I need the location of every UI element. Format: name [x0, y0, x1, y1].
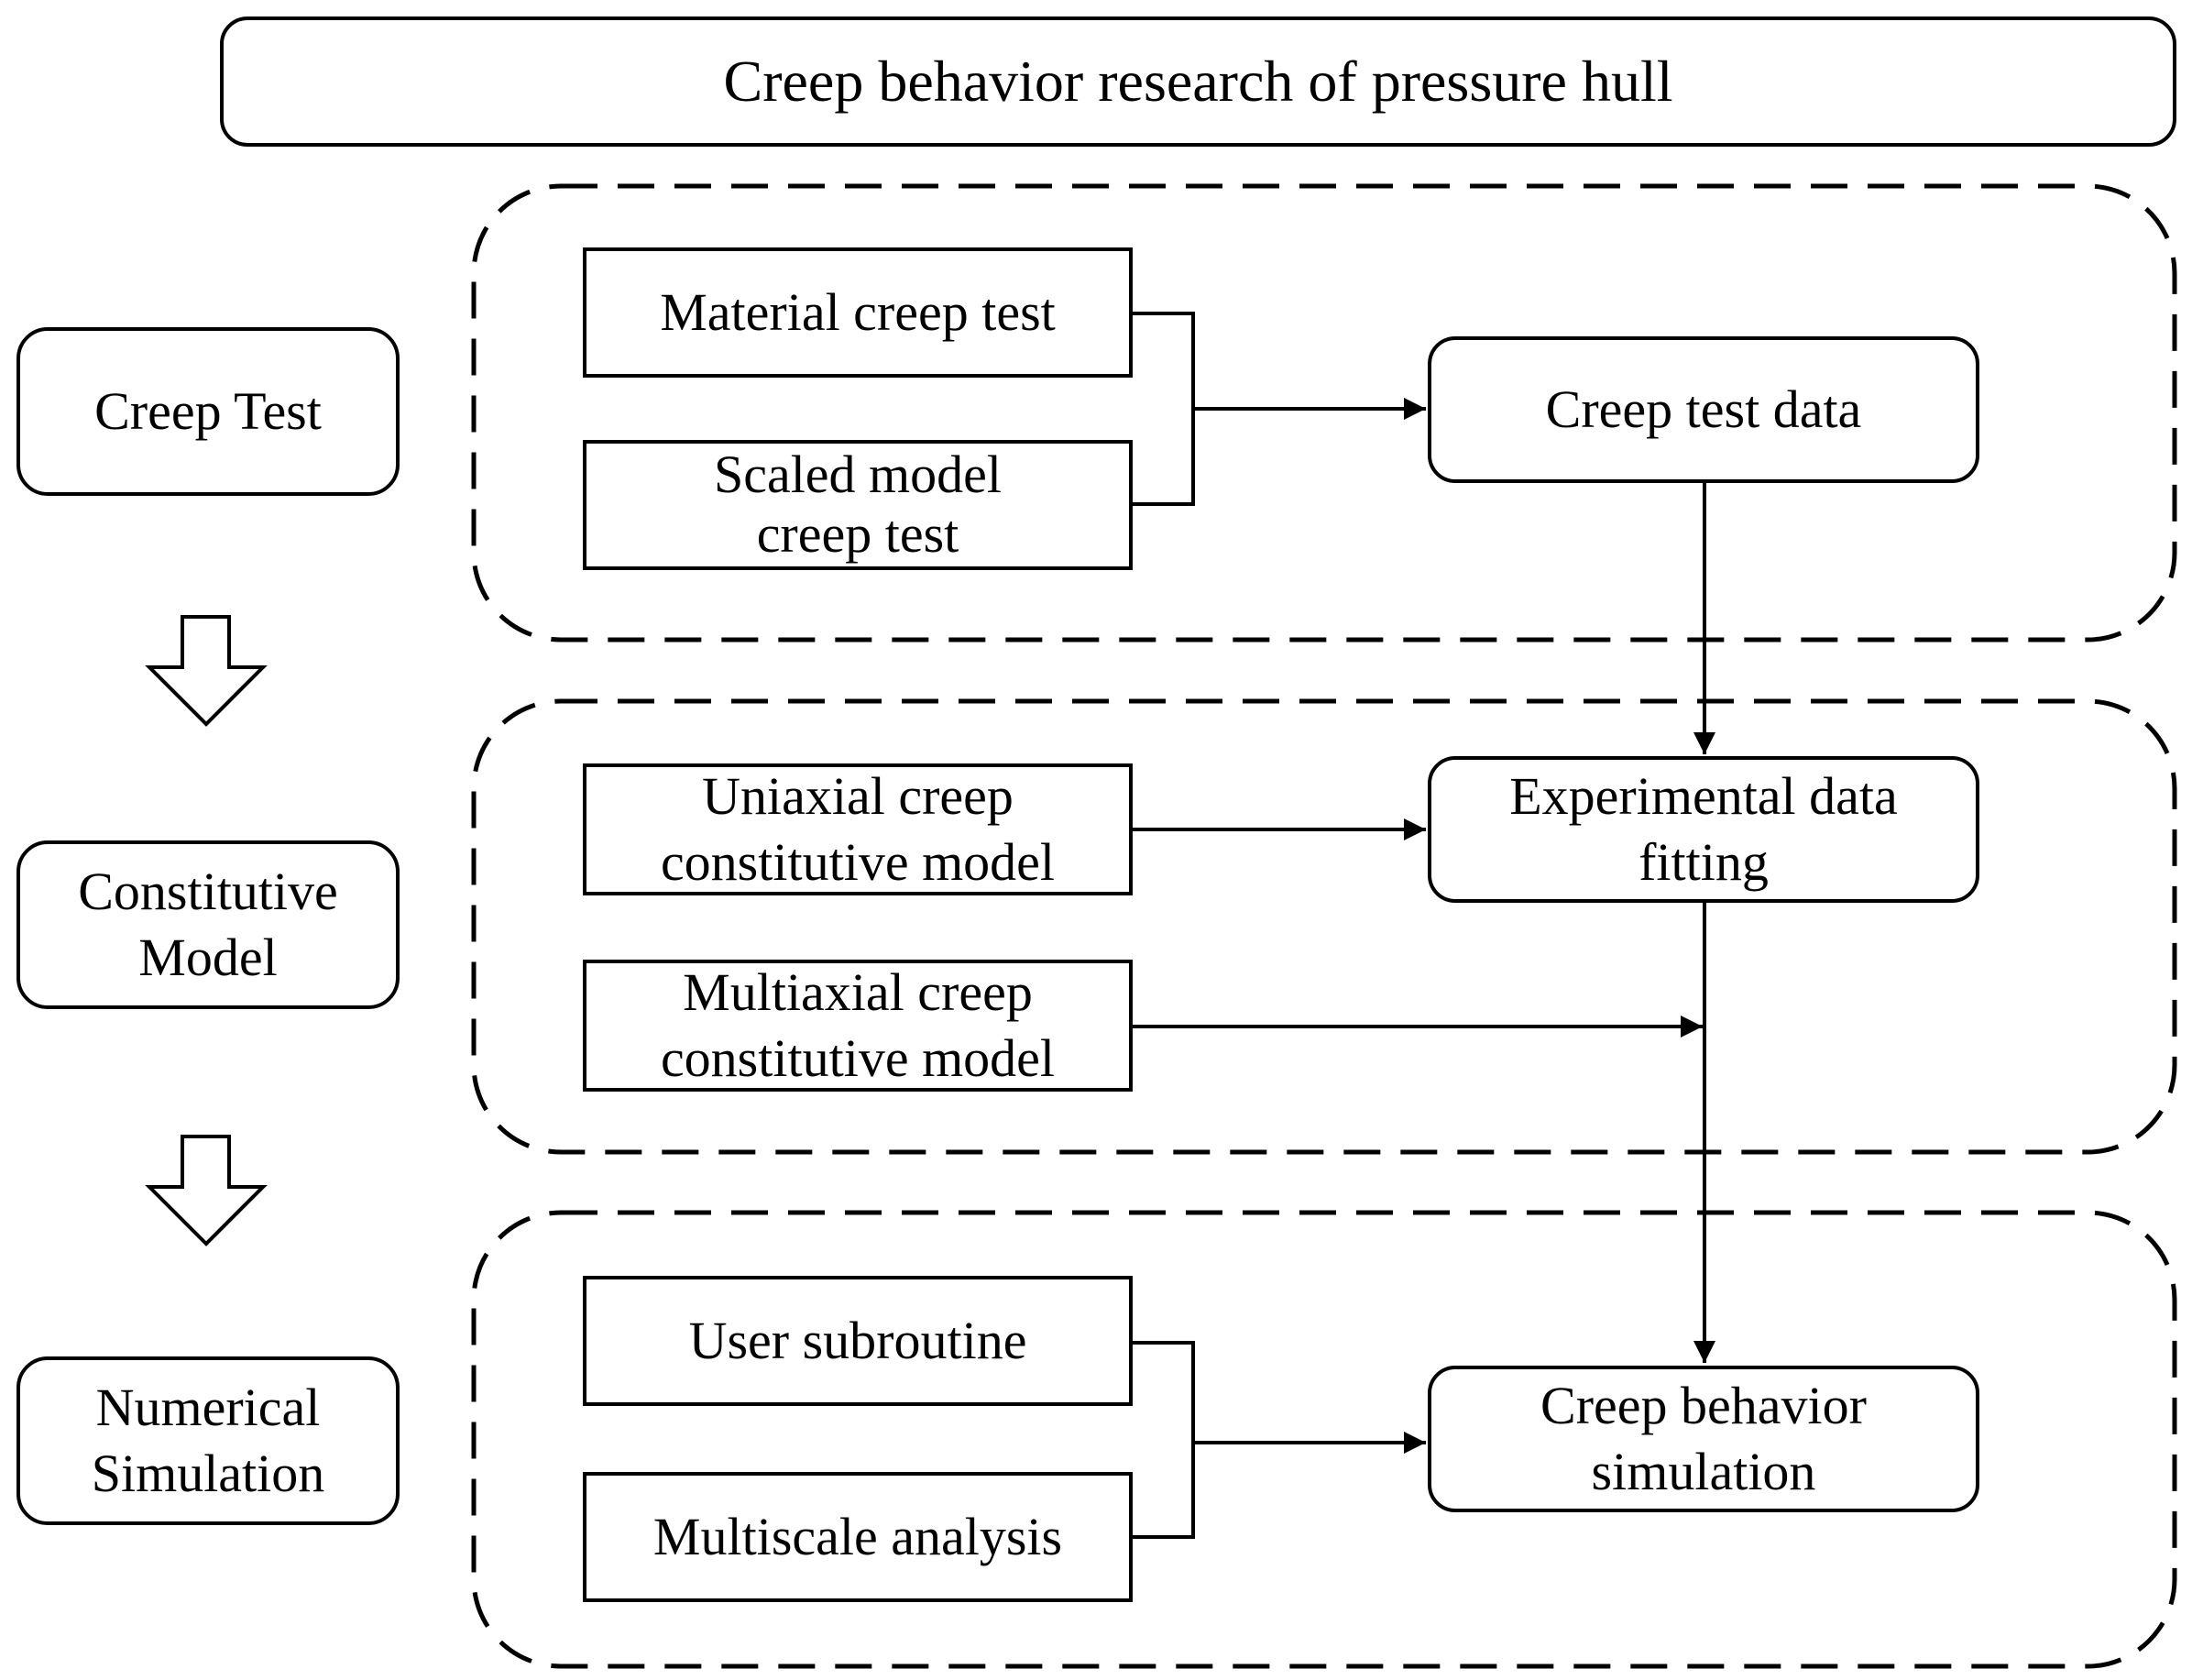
stage-arrow-2 — [145, 1135, 268, 1246]
stage-creep-test-label: Creep Test — [94, 380, 322, 441]
experimental-data-fitting-line-2: fitting — [1639, 832, 1769, 892]
bracket-simulation — [1133, 1341, 1195, 1539]
experimental-data-fitting-line-1: Experimental data — [1509, 765, 1898, 826]
diagram-title-text: Creep behavior research of pressure hull — [723, 49, 1673, 114]
box-experimental-data-fitting: Experimental data fitting — [1428, 756, 1979, 903]
stage-creep-test: Creep Test — [16, 327, 400, 496]
stage-arrow-1 — [145, 615, 268, 727]
user-subroutine-label: User subroutine — [688, 1310, 1027, 1370]
stage-constitutive-model: Constitutive Model — [16, 840, 400, 1009]
group-frame-constitutive-model — [471, 698, 2177, 1155]
scaled-model-creep-test-line-1: Scaled model — [713, 445, 1003, 505]
box-multiscale-analysis: Multiscale analysis — [583, 1472, 1133, 1602]
box-uniaxial-creep-model: Uniaxial creep constitutive model — [583, 763, 1133, 895]
bracket-creep-test — [1133, 312, 1195, 506]
creep-test-data-label: Creep test data — [1545, 379, 1862, 439]
creep-behavior-simulation-line-2: simulation — [1591, 1442, 1816, 1501]
stage-numerical-simulation-line-2: Simulation — [91, 1444, 325, 1503]
box-material-creep-test: Material creep test — [583, 247, 1133, 378]
group-frame-numerical-simulation — [471, 1210, 2177, 1669]
material-creep-test-label: Material creep test — [660, 281, 1056, 342]
stage-constitutive-model-line-1: Constitutive — [78, 861, 338, 921]
box-user-subroutine: User subroutine — [583, 1276, 1133, 1406]
box-creep-behavior-simulation: Creep behavior simulation — [1428, 1366, 1979, 1512]
creep-behavior-simulation-line-1: Creep behavior — [1540, 1375, 1867, 1435]
multiscale-analysis-label: Multiscale analysis — [652, 1506, 1063, 1566]
diagram-title: Creep behavior research of pressure hull — [220, 16, 2176, 147]
stage-numerical-simulation: Numerical Simulation — [16, 1356, 400, 1525]
uniaxial-creep-line-1: Uniaxial creep — [702, 765, 1014, 826]
stage-numerical-simulation-line-1: Numerical — [95, 1377, 321, 1437]
box-scaled-model-creep-test: Scaled model creep test — [583, 440, 1133, 570]
uniaxial-creep-line-2: constitutive model — [660, 832, 1056, 892]
multiaxial-creep-line-2: constitutive model — [660, 1028, 1056, 1088]
box-multiaxial-creep-model: Multiaxial creep constitutive model — [583, 960, 1133, 1092]
stage-constitutive-model-line-2: Model — [138, 928, 278, 987]
box-creep-test-data: Creep test data — [1428, 336, 1979, 483]
group-frame-creep-test — [471, 183, 2177, 642]
multiaxial-creep-line-1: Multiaxial creep — [683, 961, 1033, 1022]
scaled-model-creep-test-line-2: creep test — [756, 504, 959, 564]
